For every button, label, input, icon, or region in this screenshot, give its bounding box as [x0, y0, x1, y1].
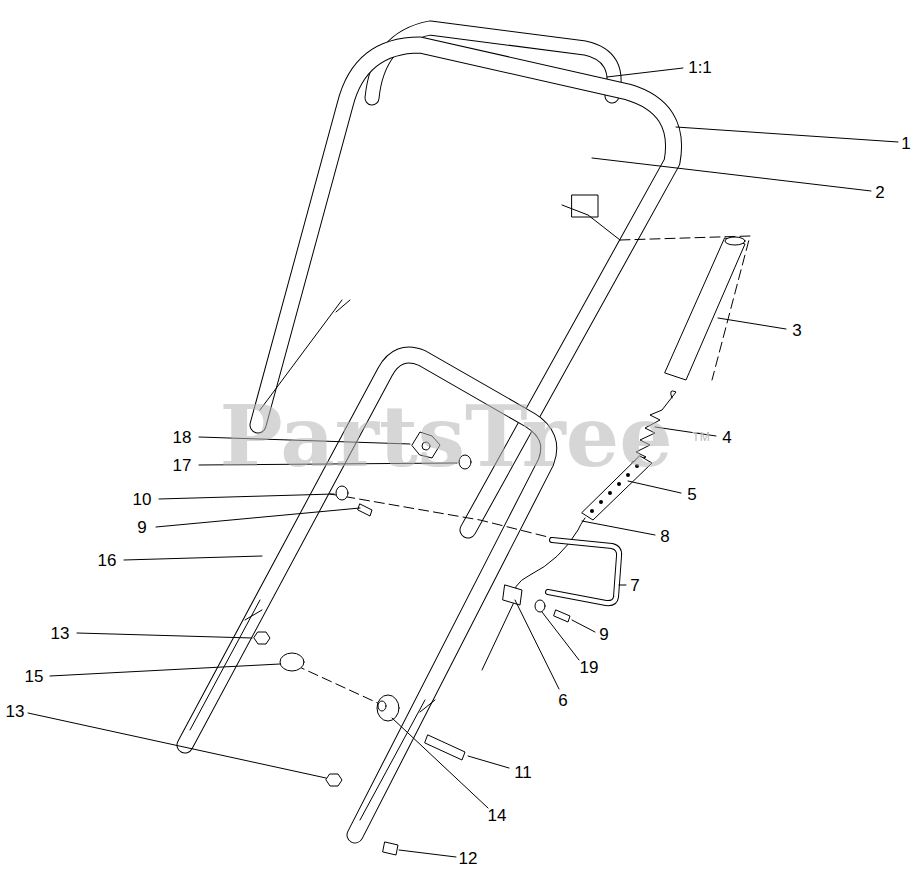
callout-number: 11: [514, 764, 532, 781]
callout-number: 18: [173, 429, 192, 446]
callout-number: 10: [133, 491, 152, 508]
callout-number: 19: [580, 659, 599, 676]
callout-number: 9: [137, 519, 146, 536]
callout-number: 14: [488, 807, 507, 824]
callout-number: 3: [792, 322, 801, 339]
callout-number: 15: [25, 668, 44, 685]
callout-number: 9: [599, 626, 608, 643]
callout-number: 1: [901, 135, 910, 152]
callout-number: 1:1: [688, 59, 712, 76]
callout-number: 2: [875, 184, 884, 201]
callout-number: 13: [6, 703, 25, 720]
callout-number: 7: [630, 577, 639, 594]
callout-number: 5: [687, 486, 696, 503]
callout-number: 16: [98, 552, 117, 569]
watermark-mark: TM: [692, 431, 709, 443]
callout-number: 12: [459, 850, 478, 867]
callout-number: 6: [558, 692, 567, 709]
callout-number: 17: [173, 457, 192, 474]
watermark: PartsTree: [219, 395, 672, 479]
callout-number: 8: [660, 528, 669, 545]
callout-number: 13: [51, 625, 70, 642]
callout-number: 4: [722, 429, 731, 446]
